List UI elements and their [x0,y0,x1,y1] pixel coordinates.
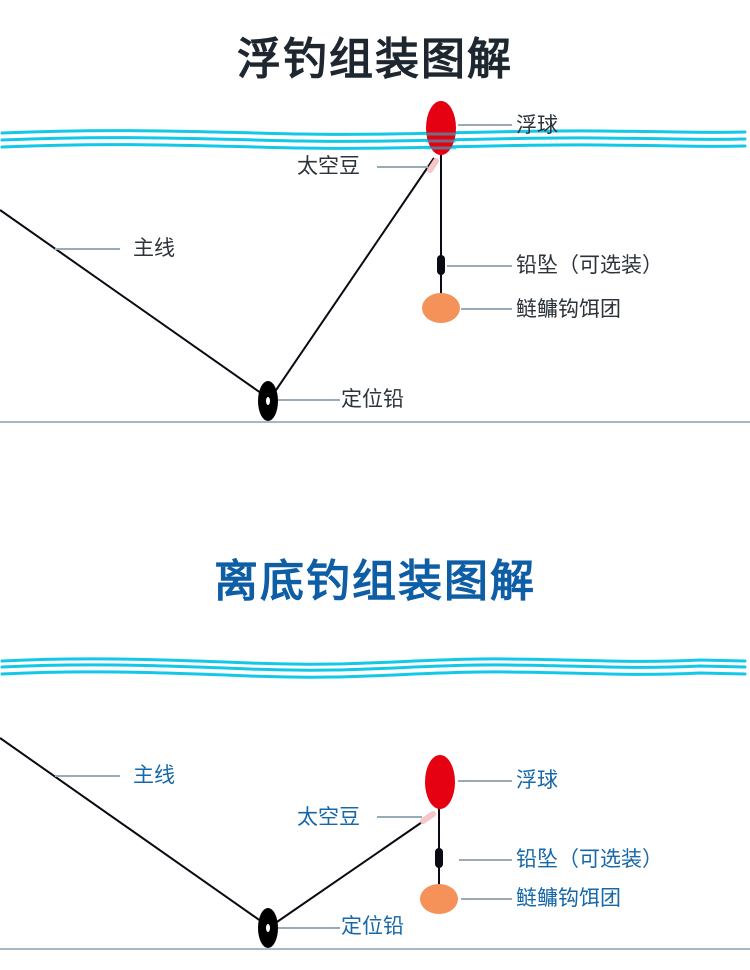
float-icon [425,755,455,809]
space-bean-icon [427,158,439,173]
bait-icon [422,293,460,323]
label-position-lead: 定位铅 [341,914,404,938]
float-fishing-diagram [0,101,750,423]
float-fishing-title: 浮钓组装图解 [237,34,513,85]
line-to-float [271,157,435,397]
label-sinker: 铅坠（可选装） [516,847,663,871]
label-float: 浮球 [516,113,558,137]
main-line [0,737,266,925]
sinker-icon [435,848,443,868]
label-main-line: 主线 [133,236,175,260]
off-bottom-fishing-title: 离底钓组装图解 [214,556,536,607]
label-space-bean: 太空豆 [297,805,360,829]
label-main-line: 主线 [133,763,175,787]
label-float: 浮球 [516,768,558,792]
label-bait: 鲢鳙钩饵团 [516,297,621,321]
off-bottom-fishing-diagram [0,657,750,950]
sinker-icon [437,255,445,275]
label-sinker: 铅坠（可选装） [516,253,663,277]
water-surface [0,129,747,150]
water-surface [0,657,747,679]
label-bait: 鲢鳙钩饵团 [516,886,621,910]
bait-icon [420,884,458,914]
main-line [0,209,269,399]
label-position-lead: 定位铅 [341,387,404,411]
line-to-float [273,817,429,925]
label-space-bean: 太空豆 [297,154,360,178]
space-bean-icon [420,811,436,824]
